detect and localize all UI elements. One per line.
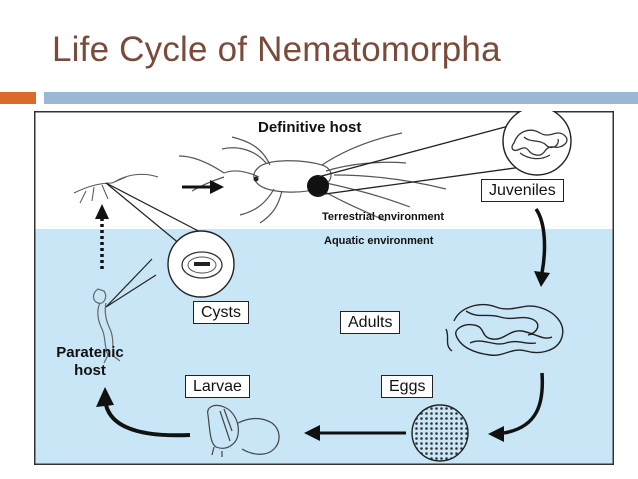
cricket-eye — [253, 176, 259, 182]
adults-label: Adults — [340, 311, 401, 334]
arrow-to-larvae — [304, 425, 406, 441]
cyst-larva — [194, 262, 210, 266]
aquatic-zone — [34, 229, 614, 465]
paratenic-host-line1: Paratenic — [56, 344, 124, 361]
cricket-host-illustration — [178, 132, 447, 224]
dotted-arrow-up — [95, 204, 109, 269]
cysts-label: Cysts — [193, 301, 249, 324]
title-accent-bar — [0, 92, 36, 104]
juvenile-worm-spot — [307, 175, 329, 197]
larva-illustration — [207, 404, 280, 457]
definitive-host-label: Definitive host — [258, 119, 362, 136]
juveniles-zoom-lines — [317, 122, 523, 196]
juveniles-magnified-circle — [502, 111, 572, 176]
eggs-label: Eggs — [381, 375, 434, 398]
aquatic-environment-label: Aquatic environment — [324, 235, 434, 247]
slide-title: Life Cycle of Nematomorpha — [52, 30, 501, 69]
mosquito-larva-illustration — [92, 288, 121, 364]
juveniles-tangle — [511, 129, 568, 160]
paratenic-host-label: Paratenic host — [44, 344, 136, 380]
larvae-label: Larvae — [185, 375, 250, 398]
juveniles-label: Juveniles — [481, 179, 564, 202]
arrow-to-adults — [534, 207, 550, 287]
arrow-to-cricket — [182, 180, 224, 194]
terrestrial-environment-label: Terrestrial environment — [322, 211, 445, 223]
mosquito-adult-illustration — [73, 173, 159, 204]
paratenic-host-line2: host — [74, 362, 106, 379]
diagram-border — [34, 111, 614, 465]
cyst-shape — [181, 251, 223, 279]
arrow-to-paratenic-host — [96, 387, 191, 438]
life-cycle-diagram: Definitive host Terrestrial environment … — [34, 111, 614, 465]
arrow-to-eggs — [488, 372, 545, 442]
cyst-inner — [187, 256, 217, 274]
title-rule — [44, 92, 638, 104]
adult-worm-tangle — [445, 303, 564, 356]
egg-mass — [411, 404, 469, 462]
